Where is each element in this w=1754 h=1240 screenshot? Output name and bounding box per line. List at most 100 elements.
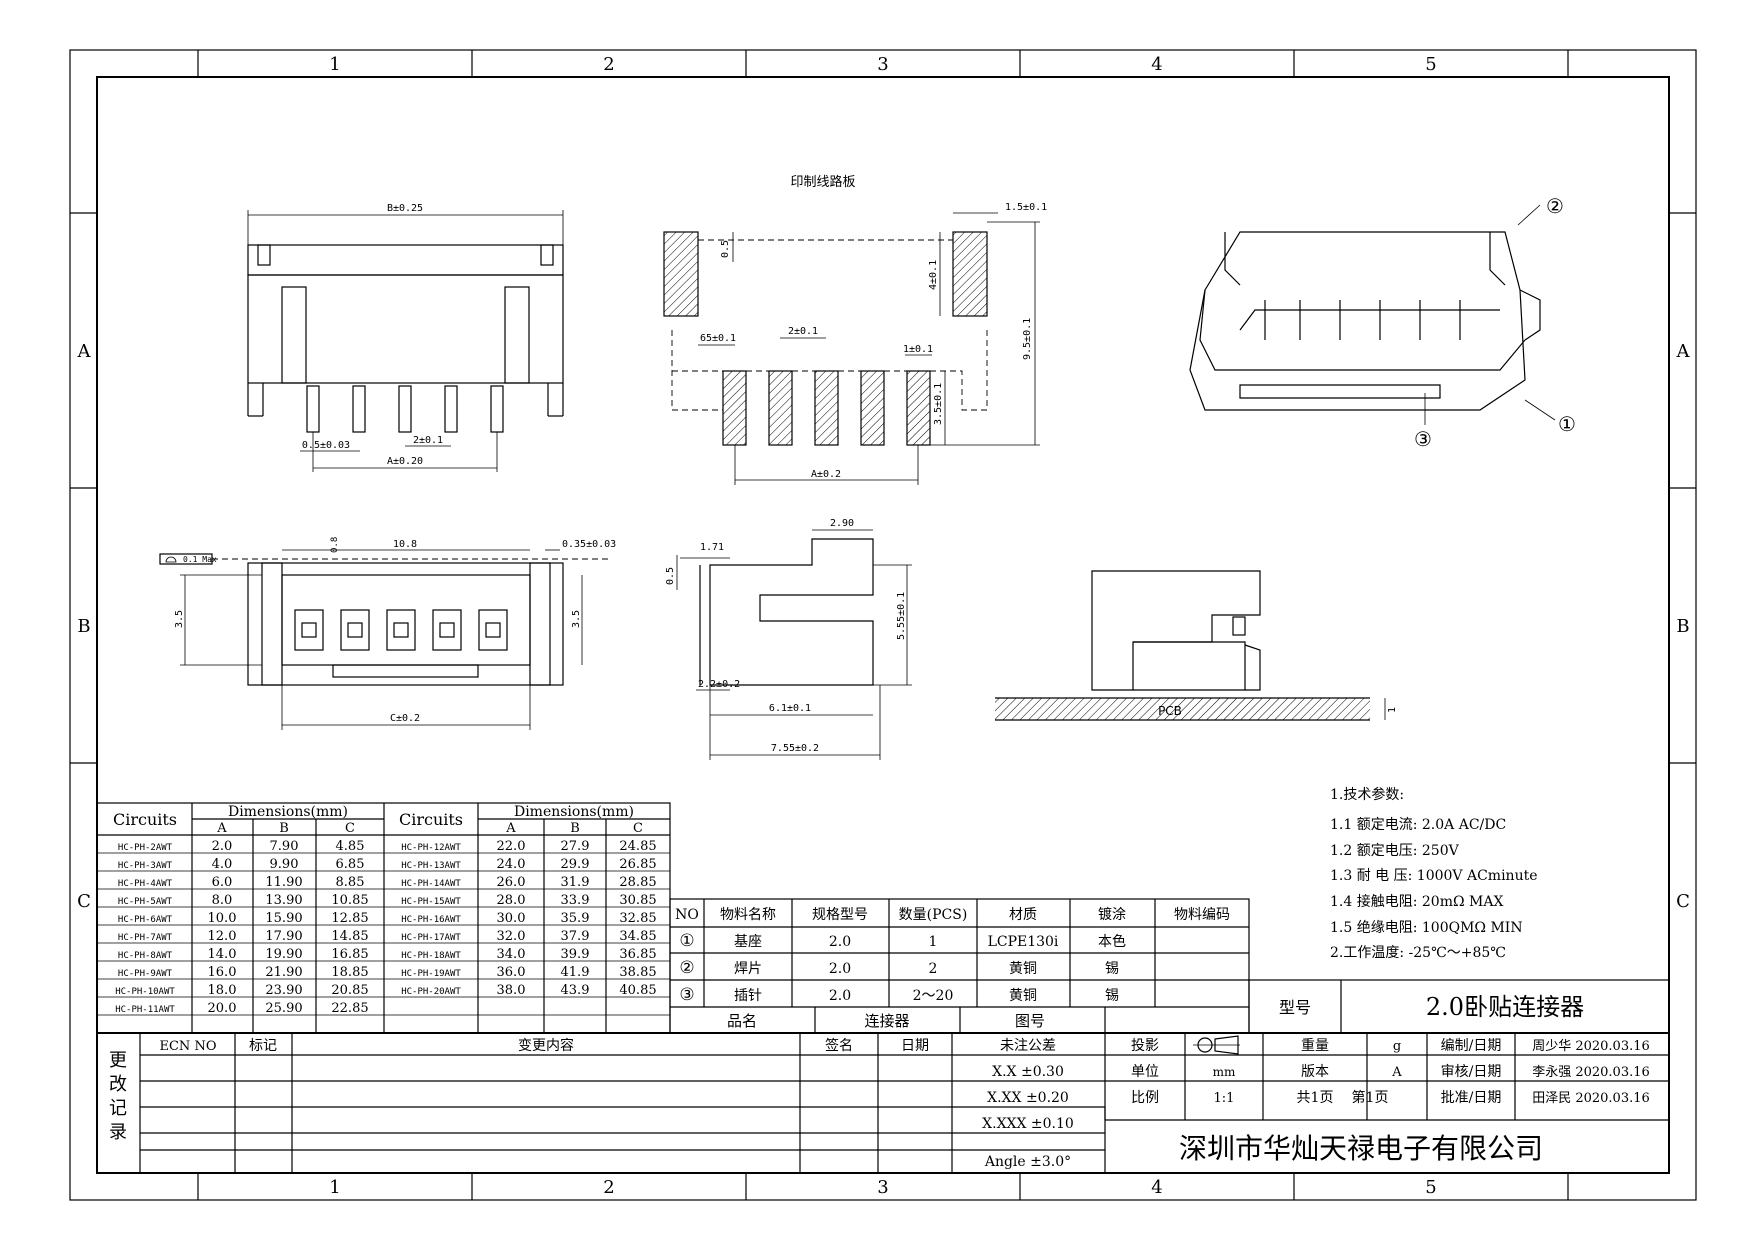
dim-label: 65±0.1: [700, 333, 736, 344]
weight-label: 重量: [1301, 1038, 1329, 1054]
change-record-label: 录: [109, 1122, 127, 1143]
row-label: C: [1676, 891, 1690, 912]
dim-label: 10.8: [393, 539, 417, 550]
drawing-no-label: 图号: [1015, 1012, 1045, 1030]
dim-b-cell: 35.9: [561, 911, 590, 926]
circuit-model: HC-PH-10AWT: [115, 987, 175, 997]
dim-label: 0.5: [720, 240, 731, 258]
col-label: 2: [603, 54, 614, 75]
version-label: 版本: [1301, 1064, 1329, 1080]
dim-b-cell: 33.9: [561, 893, 590, 908]
tolerance-value: X.X ±0.30: [992, 1064, 1064, 1080]
tech-specs: 1.技术参数: 1.1 额定电流: 2.0A AC/DC 1.2 额定电压: 2…: [1330, 786, 1538, 961]
col-label: 4: [1151, 54, 1162, 75]
dim-label: 1±0.1: [903, 344, 933, 355]
dim-c-cell: 16.85: [331, 947, 368, 962]
circuit-model: HC-PH-18AWT: [401, 951, 461, 961]
model-value: 2.0卧贴连接器: [1426, 993, 1584, 1021]
bom-cell: 锡: [1105, 961, 1119, 977]
pcb-layout-title: 印制线路板: [790, 174, 855, 190]
unit-value: mm: [1213, 1065, 1236, 1079]
row-label: B: [1676, 616, 1689, 637]
scale-label: 比例: [1131, 1090, 1159, 1106]
spec-line: 1.3 耐 电 压: 1000V ACminute: [1330, 868, 1538, 884]
change-record-label: 更: [109, 1050, 127, 1071]
dim-a-cell: 20.0: [208, 1001, 237, 1016]
circuit-model: HC-PH-8AWT: [118, 951, 173, 961]
col-label: 1: [329, 1177, 340, 1198]
circuit-model: HC-PH-14AWT: [401, 879, 461, 889]
dim-a-cell: 2.0: [212, 839, 233, 854]
date-header: 日期: [901, 1038, 929, 1054]
dim-b-cell: 41.9: [561, 965, 590, 980]
dim-label: 5.55±0.1: [896, 592, 907, 640]
bom-header: NO: [675, 907, 699, 923]
dim-label: 0.35±0.03: [562, 539, 616, 550]
col-header-c: C: [345, 821, 355, 836]
col-header-b: B: [279, 821, 289, 836]
dim-b-cell: 17.90: [265, 929, 302, 944]
dim-a-cell: 24.0: [497, 857, 526, 872]
circuit-model: HC-PH-4AWT: [118, 879, 173, 889]
role-label: 审核/日期: [1441, 1064, 1502, 1080]
bom-cell: LCPE130i: [988, 934, 1059, 950]
dim-label: A±0.20: [387, 456, 423, 467]
unit-label: 单位: [1131, 1064, 1159, 1080]
bom-cell: ②: [679, 958, 694, 978]
dim-b-cell: 19.90: [265, 947, 302, 962]
col-label: 2: [603, 1177, 614, 1198]
bom-cell: 2.0: [829, 934, 851, 950]
circuit-model: HC-PH-17AWT: [401, 933, 461, 943]
tolerance-header: 未注公差: [1000, 1038, 1056, 1054]
front-view: B±0.25 0.5±0.03 2±0.1 A±0.20: [247, 203, 564, 472]
col-label: 4: [1151, 1177, 1162, 1198]
change-record-label: 改: [109, 1074, 127, 1095]
page-number: 第1页: [1352, 1089, 1389, 1106]
bom-cell: ①: [679, 931, 694, 951]
scale-value: 1:1: [1214, 1091, 1235, 1106]
row-label: A: [1676, 341, 1691, 362]
dimensions-table: Circuits Circuits Dimensions(mm) Dimensi…: [96, 802, 671, 1034]
dim-label: 3.5: [174, 610, 185, 628]
bom-cell: 插针: [734, 988, 762, 1004]
bom-cell: 2.0: [829, 961, 851, 977]
mark-header: 标记: [249, 1038, 277, 1054]
col-label: 5: [1425, 1177, 1436, 1198]
bom-cell: 黄铜: [1009, 960, 1037, 977]
flatness-label: 0.1 Max: [183, 555, 217, 564]
bom-cell: 2～20: [913, 988, 954, 1004]
dim-a-cell: 32.0: [497, 929, 526, 944]
circuit-model: HC-PH-6AWT: [118, 915, 173, 925]
company-name: 深圳市华灿天禄电子有限公司: [1179, 1132, 1543, 1165]
circuit-model: HC-PH-3AWT: [118, 861, 173, 871]
dim-b-cell: 7.90: [270, 839, 299, 854]
dim-a-cell: 14.0: [208, 947, 237, 962]
ecn-header: ECN NO: [160, 1039, 217, 1054]
dimensions-header: Dimensions(mm): [228, 804, 348, 820]
dimensions-header: Dimensions(mm): [514, 804, 634, 820]
dim-c-cell: 38.85: [619, 965, 656, 980]
frame-labels: 1 2 3 4 5 1 2 3 4 5 A B C A B C: [77, 54, 1691, 1198]
bom-cell: 焊片: [734, 961, 762, 977]
spec-line: 1.技术参数:: [1330, 786, 1404, 803]
dim-c-cell: 40.85: [619, 983, 656, 998]
weight-value: g: [1393, 1039, 1401, 1054]
row-label: B: [77, 616, 90, 637]
dim-b-cell: 15.90: [265, 911, 302, 926]
dim-label: 0.5: [665, 567, 676, 585]
side-view: 1.71 2.90 0.5 5.55±0.1 2.2±0.2 6.1±0.1 7…: [665, 518, 912, 760]
dim-c-cell: 18.85: [331, 965, 368, 980]
circuit-model: HC-PH-15AWT: [401, 897, 461, 907]
circuit-model: HC-PH-11AWT: [115, 1005, 175, 1015]
dim-b-cell: 23.90: [265, 983, 302, 998]
model-label: 型号: [1279, 998, 1311, 1017]
dim-a-cell: 10.0: [208, 911, 237, 926]
bom-cell: ③: [679, 985, 694, 1005]
dim-c-cell: 36.85: [619, 947, 656, 962]
dim-a-cell: 34.0: [497, 947, 526, 962]
col-header-a: A: [216, 821, 227, 836]
dim-b-cell: 29.9: [561, 857, 590, 872]
circuits-header: Circuits: [113, 810, 177, 829]
